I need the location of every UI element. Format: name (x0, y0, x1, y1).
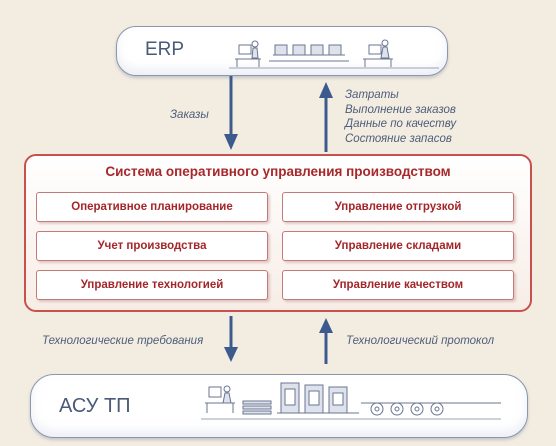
production-line-illustration-icon (201, 382, 501, 420)
tech-requirements-label: Технологические требования (42, 335, 204, 347)
module-production-accounting: Учет производства (36, 231, 268, 261)
erp-label: ERP (145, 39, 185, 60)
feedback-label-quality: Данные по качеству (345, 118, 457, 130)
module-operational-planning: Оперативное планирование (36, 192, 268, 222)
asu-tp-block: АСУ ТП (30, 374, 528, 438)
system-title: Система оперативного управления производ… (105, 164, 451, 179)
module-technology-management: Управление технологией (36, 270, 268, 300)
module-warehouse-management: Управление складами (282, 231, 514, 261)
office-illustration-icon (229, 39, 439, 69)
orders-arrow (224, 76, 238, 150)
orders-label: Заказы (170, 109, 209, 121)
feedback-label-stock: Состояние запасов (345, 132, 452, 145)
feedback-labels: Затраты Выполнение заказов Данные по кач… (345, 88, 456, 146)
feedback-arrow (319, 82, 333, 152)
asu-tp-label: АСУ ТП (59, 395, 131, 417)
mes-system-block: Система оперативного управления производ… (24, 154, 532, 312)
module-quality-management: Управление качеством (282, 270, 514, 300)
tech-requirements-arrow (224, 316, 238, 362)
tech-protocol-label: Технологический протокол (346, 335, 495, 347)
feedback-label-orders: Выполнение заказов (345, 103, 456, 116)
feedback-label-costs: Затраты (345, 89, 399, 101)
erp-block: ERP (116, 26, 448, 76)
tech-protocol-arrow (319, 318, 333, 364)
module-shipping-management: Управление отгрузкой (282, 192, 514, 222)
